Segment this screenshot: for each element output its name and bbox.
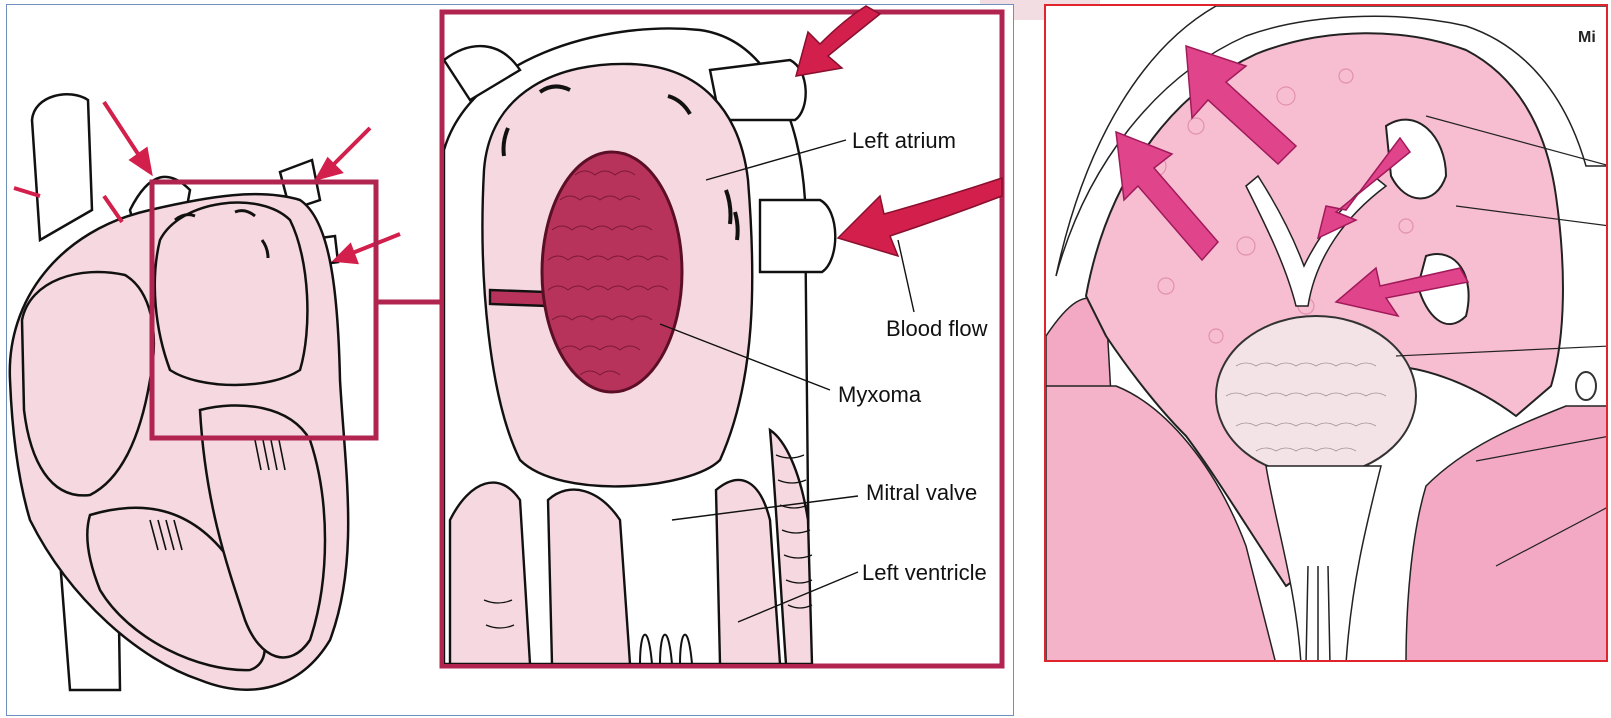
right-illustration-panel: Mi (1044, 4, 1608, 662)
zoomed-inset: Left atrium Blood flow Myxoma Mitral val… (442, 6, 1002, 666)
right-corner-label: Mi (1578, 29, 1596, 46)
myxoma-tumor (542, 152, 682, 392)
right-illustration-svg: Mi (1046, 6, 1608, 662)
label-blood-flow: Blood flow (886, 316, 988, 341)
label-myxoma: Myxoma (838, 382, 922, 407)
label-left-ventricle: Left ventricle (862, 560, 987, 585)
label-mitral-valve: Mitral valve (866, 480, 977, 505)
label-left-atrium: Left atrium (852, 128, 956, 153)
